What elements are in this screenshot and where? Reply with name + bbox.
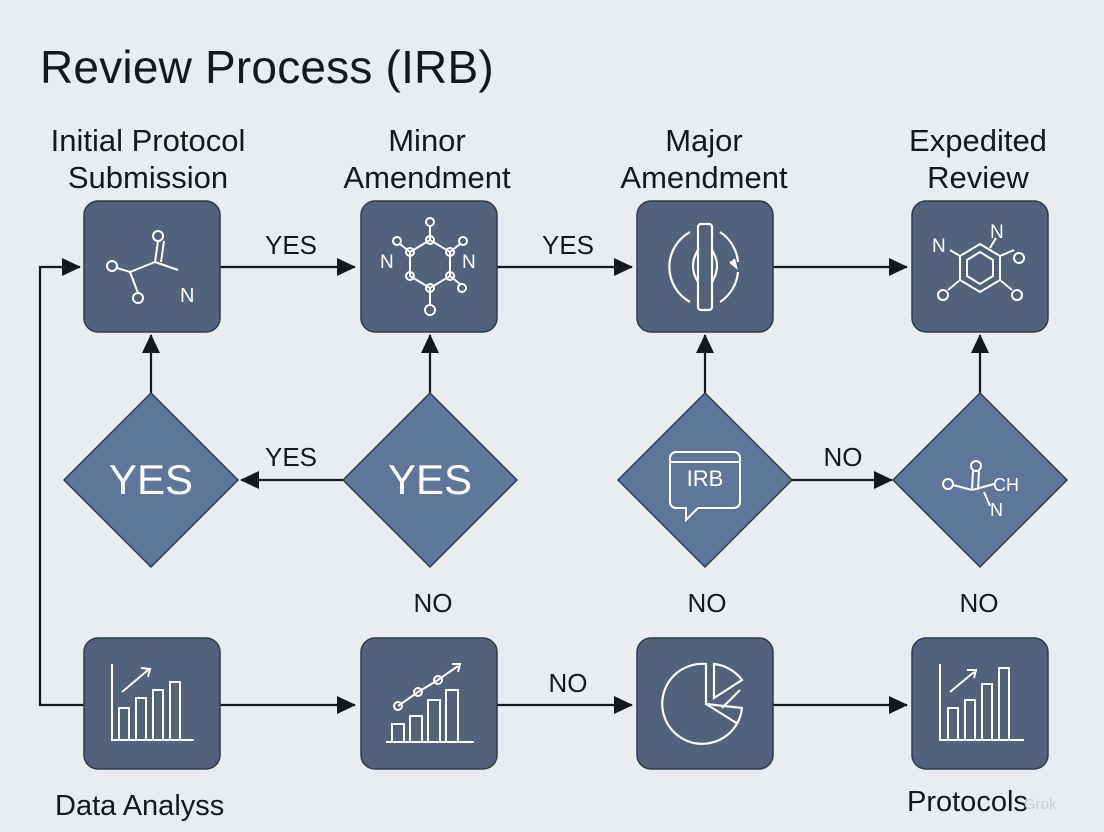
svg-text:N: N (990, 222, 1004, 243)
edge-label-no-col3: NO (687, 588, 727, 618)
svg-text:N: N (462, 252, 476, 273)
watermark: Grok (1024, 796, 1057, 813)
analysis-box-4 (911, 637, 1049, 770)
bar-line-chart-icon (386, 663, 474, 743)
svg-text:N: N (380, 252, 394, 273)
decision-diamond-3 (616, 391, 794, 569)
edge-label-top-2: YES (541, 230, 595, 260)
svg-text:N: N (932, 236, 946, 257)
process-box-1: N (83, 200, 221, 333)
ring-molecule-icon: N N (380, 217, 476, 316)
analysis-box-3 (636, 637, 774, 770)
analysis-box-1 (83, 637, 221, 770)
decision-diamond-4: CH N (891, 391, 1069, 569)
footer-label-data-analysis: Data Analyss (55, 790, 225, 822)
benzene-icon: N N (932, 222, 1025, 301)
decision-label-1: YES (108, 456, 194, 503)
edge-label-top-1: YES (264, 230, 318, 260)
edge-label-middle-right: NO (823, 442, 863, 472)
process-box-3 (636, 200, 774, 333)
arrow-loop-to-box1 (38, 258, 84, 707)
svg-text:CH: CH (993, 475, 1019, 495)
decision-diamond-1 (62, 391, 240, 569)
edge-label-middle-left: YES (264, 442, 318, 472)
svg-text:N: N (180, 285, 194, 307)
aldehyde-molecule-icon: CH N (942, 460, 1019, 520)
rotation-icon (668, 222, 740, 312)
decision-label-2: YES (387, 456, 473, 503)
analysis-box-2 (360, 637, 498, 770)
process-box-2: N N (360, 200, 498, 333)
decision-diamond-2 (341, 391, 519, 569)
edge-label-bottom-2: NO (548, 668, 588, 698)
edge-label-no-col4: NO (959, 588, 999, 618)
svg-text:N: N (990, 500, 1003, 520)
bar-chart-up-icon-2 (939, 664, 1024, 741)
page-title: Review Process (IRB) (40, 41, 494, 93)
decision-label-3: IRB (686, 466, 724, 491)
footer-label-protocols: Protocols (907, 786, 1028, 818)
process-box-4: N N (911, 200, 1049, 333)
bar-chart-up-icon (111, 664, 194, 741)
connectors (38, 258, 989, 714)
irb-chat-icon (669, 451, 741, 523)
pie-chart-icon (661, 662, 744, 745)
edge-label-no-col2: NO (413, 588, 453, 618)
molecule-icon: N (106, 230, 194, 307)
